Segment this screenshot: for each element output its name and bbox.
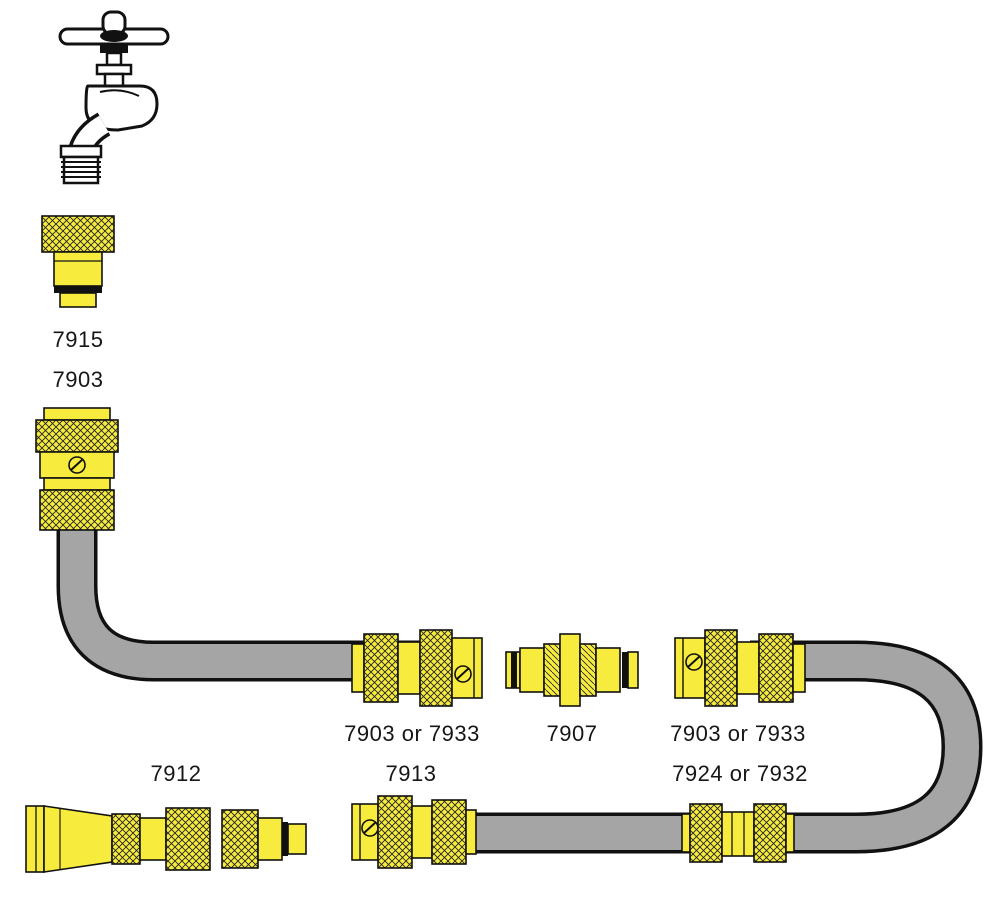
left-collar	[681, 813, 691, 853]
tap-illustration	[58, 10, 170, 185]
ring-band	[43, 477, 111, 491]
adaptor-body	[257, 817, 283, 861]
hose-connector-right	[674, 629, 806, 707]
center-flange	[559, 633, 581, 707]
knurled-adjuster	[111, 813, 141, 865]
screw-slot	[456, 667, 470, 680]
tap-bonnet-flange	[95, 63, 133, 76]
tap-handle-hub	[100, 30, 128, 42]
center-band	[721, 811, 755, 857]
connector-body	[53, 251, 103, 287]
tap-neck	[103, 72, 125, 88]
hose-collar	[351, 643, 365, 693]
knurled-grip	[419, 629, 453, 707]
right-tip	[627, 651, 639, 689]
top-collar	[43, 407, 111, 421]
right-ridged-band	[579, 643, 597, 697]
knurled-grip	[165, 807, 211, 871]
left-knurled-nut	[689, 803, 723, 863]
hose	[56, 500, 983, 854]
knurled-grip	[377, 795, 413, 869]
tap-handle-collar	[100, 44, 128, 53]
label-7913: 7913	[386, 761, 437, 786]
right-knurled-nut	[753, 803, 787, 863]
tap-thread-lines	[61, 161, 101, 178]
right-o-ring	[622, 652, 628, 688]
screw-slot	[70, 458, 84, 471]
label-7912: 7912	[151, 761, 202, 786]
hose-right	[430, 644, 980, 850]
tap-body	[84, 84, 159, 132]
label-7907: 7907	[547, 721, 598, 746]
tap-stem	[105, 51, 123, 67]
screw-slot	[363, 821, 377, 834]
smooth-band	[397, 641, 421, 695]
spray-nozzle-7912	[25, 805, 307, 873]
nozzle-body	[139, 817, 167, 861]
right-collar	[785, 813, 795, 853]
smooth-band	[411, 805, 433, 859]
knurled-hose-nut	[431, 799, 467, 865]
double-male-adaptor-7907	[505, 633, 639, 707]
screw-slot	[687, 655, 701, 668]
left-step	[519, 647, 545, 693]
left-ridged-band	[543, 643, 561, 697]
knurled-band	[35, 419, 119, 453]
hose-collar	[792, 643, 806, 693]
tap-connector-7915	[41, 215, 115, 308]
connector-tip	[59, 292, 97, 308]
label-7915: 7915	[53, 327, 104, 352]
quick-connector-7903-vertical	[35, 407, 119, 531]
smooth-band	[736, 641, 760, 695]
knurled-hose-nut	[39, 489, 115, 531]
adaptor-o-ring	[282, 822, 288, 856]
o-ring	[54, 286, 102, 293]
label-7903: 7903	[53, 367, 104, 392]
hose-left	[60, 500, 430, 678]
left-o-ring	[511, 652, 517, 688]
tap-body-detail	[99, 89, 140, 97]
hose-end-connector-7913	[351, 795, 477, 869]
label-7903-or-7933-left: 7903 or 7933	[344, 721, 480, 746]
tap-outlet-collar	[59, 144, 103, 159]
right-step	[595, 647, 621, 693]
knurled-cap	[41, 215, 115, 253]
repair-connector-7924-7932	[681, 803, 795, 863]
nozzle-mouth-ring	[25, 805, 45, 873]
knurled-grip	[704, 629, 738, 707]
label-7924-or-7932: 7924 or 7932	[672, 761, 808, 786]
hose-collar	[465, 809, 477, 855]
nozzle-cone	[43, 805, 113, 873]
knurled-hose-nut	[758, 633, 794, 703]
knurled-hose-nut	[363, 633, 399, 703]
part-labels: 7915 7903 7903 or 7933 7907 7903 or 7933…	[53, 327, 808, 786]
label-7903-or-7933-right: 7903 or 7933	[670, 721, 806, 746]
adaptor-knurled-nut	[221, 809, 259, 869]
hose-connector-left	[351, 629, 483, 707]
tap-outlet-thread	[62, 155, 100, 185]
adaptor-tip	[287, 823, 307, 855]
